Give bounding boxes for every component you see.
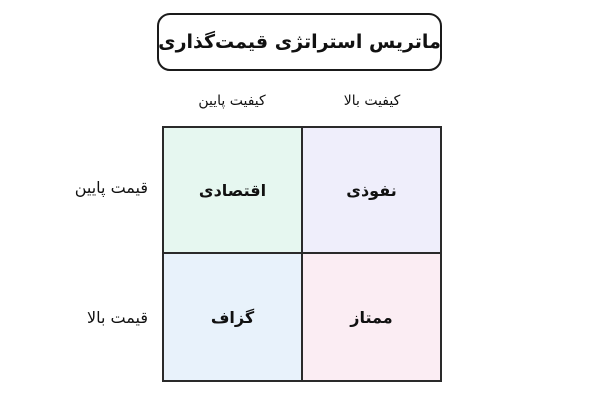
row-label-low-price: قیمت پایین xyxy=(74,178,148,197)
cell-premium: ممتاز xyxy=(303,254,440,380)
row-label-high-price: قیمت بالا xyxy=(87,308,148,327)
column-label-low-quality: کیفیت پایین xyxy=(198,93,266,109)
title-box: ماتریس استراتژی قیمت‌گذاری xyxy=(157,13,442,71)
cell-penetration-label: نفوذی xyxy=(346,180,397,200)
cell-economy-label: اقتصادی xyxy=(198,180,267,200)
cell-premium-label: ممتاز xyxy=(350,307,393,327)
cell-penetration: نفوذی xyxy=(303,128,440,254)
pricing-matrix-grid: اقتصادی نفوذی گزاف ممتاز xyxy=(162,126,442,382)
cell-rip-off: گزاف xyxy=(164,254,303,380)
cell-rip-off-label: گزاف xyxy=(210,307,255,327)
column-label-high-quality: کیفیت بالا xyxy=(343,93,401,109)
diagram-title: ماتریس استراتژی قیمت‌گذاری xyxy=(158,31,441,53)
cell-economy: اقتصادی xyxy=(164,128,303,254)
